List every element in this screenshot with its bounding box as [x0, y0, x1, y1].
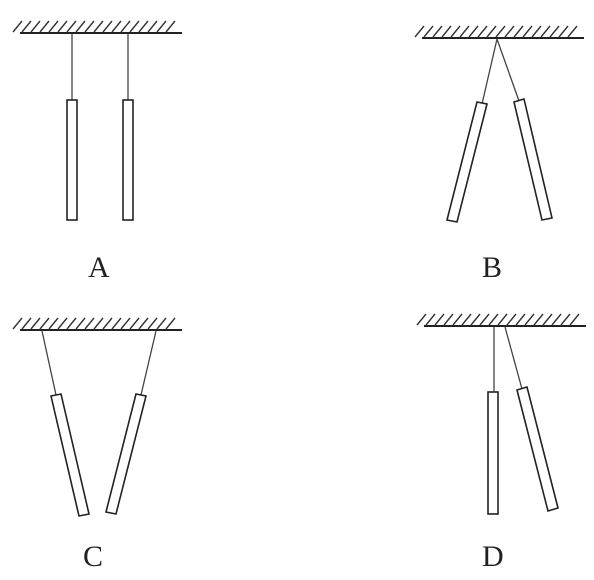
ceiling-hatch: [48, 20, 59, 33]
string-d-right: [504, 326, 523, 390]
ceiling-hatch: [524, 313, 535, 326]
ceiling-hatch: [111, 20, 122, 33]
ceiling-hatch: [549, 25, 560, 38]
ceiling-hatch: [522, 25, 533, 38]
ceiling-hatch: [486, 25, 497, 38]
rod-c-right: [105, 393, 147, 515]
string-b-right: [496, 38, 520, 102]
ceiling-hatch: [48, 317, 59, 330]
ceiling-hatch: [156, 317, 167, 330]
ceiling-a: [12, 20, 182, 34]
ceiling-hatch: [66, 317, 77, 330]
ceiling-hatch: [513, 25, 524, 38]
ceiling-hatch: [423, 25, 434, 38]
panel-label-a: A: [88, 251, 110, 284]
ceiling-hatch: [156, 20, 167, 33]
ceiling-hatch: [111, 317, 122, 330]
ceiling-hatch: [558, 25, 569, 38]
ceiling-hatch: [147, 317, 158, 330]
panel-a: A: [12, 20, 182, 284]
ceiling-hatch: [477, 25, 488, 38]
ceiling-hatch: [432, 25, 443, 38]
ceiling-hatch: [138, 317, 149, 330]
ceiling-hatch: [531, 25, 542, 38]
ceiling-hatch: [39, 317, 50, 330]
ceiling-d: [416, 313, 586, 327]
ceiling-hatch: [425, 313, 436, 326]
rod-a-left: [66, 99, 78, 221]
ceiling-hatch: [470, 313, 481, 326]
ceiling-hatch: [450, 25, 461, 38]
ceiling-hatch: [84, 317, 95, 330]
ceiling-hatch: [30, 20, 41, 33]
ceiling-hatch: [533, 313, 544, 326]
ceiling-b: [414, 25, 584, 39]
ceiling-hatch: [57, 20, 68, 33]
ceiling-hatch: [66, 20, 77, 33]
ceiling-hatch: [540, 25, 551, 38]
panel-label-c: C: [83, 540, 103, 573]
ceiling-hatch: [165, 317, 176, 330]
ceiling-hatch: [75, 20, 86, 33]
rod-b-right: [513, 97, 553, 221]
rod-a-right: [122, 99, 134, 221]
string-c-right: [140, 330, 157, 396]
ceiling-hatch: [495, 25, 506, 38]
ceiling-hatch: [479, 313, 490, 326]
ceiling-hatch: [102, 20, 113, 33]
ceiling-hatch: [129, 20, 140, 33]
ceiling-hatch: [551, 313, 562, 326]
panel-c: C: [12, 317, 182, 573]
ceiling-hatch: [165, 20, 176, 33]
ceiling-hatch: [461, 313, 472, 326]
ceiling-hatch: [21, 317, 32, 330]
string-b-left: [481, 38, 498, 105]
ceiling-hatch: [147, 20, 158, 33]
panel-label-d: D: [482, 540, 504, 573]
ceiling-hatch: [560, 313, 571, 326]
ceiling-hatch: [497, 313, 508, 326]
ceiling-hatch: [515, 313, 526, 326]
ceiling-hatch: [30, 317, 41, 330]
rod-c-left: [50, 393, 90, 517]
rod-d-right: [516, 385, 559, 513]
ceiling-hatch: [120, 317, 131, 330]
ceiling-hatch: [488, 313, 499, 326]
ceiling-hatch: [441, 25, 452, 38]
ceiling-hatch: [434, 313, 445, 326]
ceiling-hatch: [569, 313, 580, 326]
ceiling-hatch: [75, 317, 86, 330]
ceiling-hatch: [84, 20, 95, 33]
ceiling-c: [12, 317, 182, 331]
panel-b: B: [414, 25, 584, 284]
ceiling-hatch: [506, 313, 517, 326]
ceiling-hatch: [21, 20, 32, 33]
ceiling-hatch: [57, 317, 68, 330]
panel-label-b: B: [482, 251, 502, 284]
ceiling-hatch: [504, 25, 515, 38]
ceiling-hatch: [120, 20, 131, 33]
rod-b-left: [446, 101, 488, 223]
ceiling-hatch: [93, 317, 104, 330]
string-c-left: [41, 330, 57, 396]
ceiling-hatch: [414, 25, 425, 38]
ceiling-hatch: [567, 25, 578, 38]
ceiling-hatch: [443, 313, 454, 326]
ceiling-hatch: [12, 20, 23, 33]
ceiling-hatch: [93, 20, 104, 33]
ceiling-hatch: [468, 25, 479, 38]
panel-d: D: [416, 313, 586, 573]
ceiling-hatch: [138, 20, 149, 33]
ceiling-hatch: [129, 317, 140, 330]
ceiling-hatch: [102, 317, 113, 330]
ceiling-hatch: [39, 20, 50, 33]
ceiling-hatch: [416, 313, 427, 326]
ceiling-hatch: [12, 317, 23, 330]
ceiling-hatch: [459, 25, 470, 38]
ceiling-hatch: [452, 313, 463, 326]
rod-d-left: [487, 391, 499, 515]
ceiling-hatch: [542, 313, 553, 326]
